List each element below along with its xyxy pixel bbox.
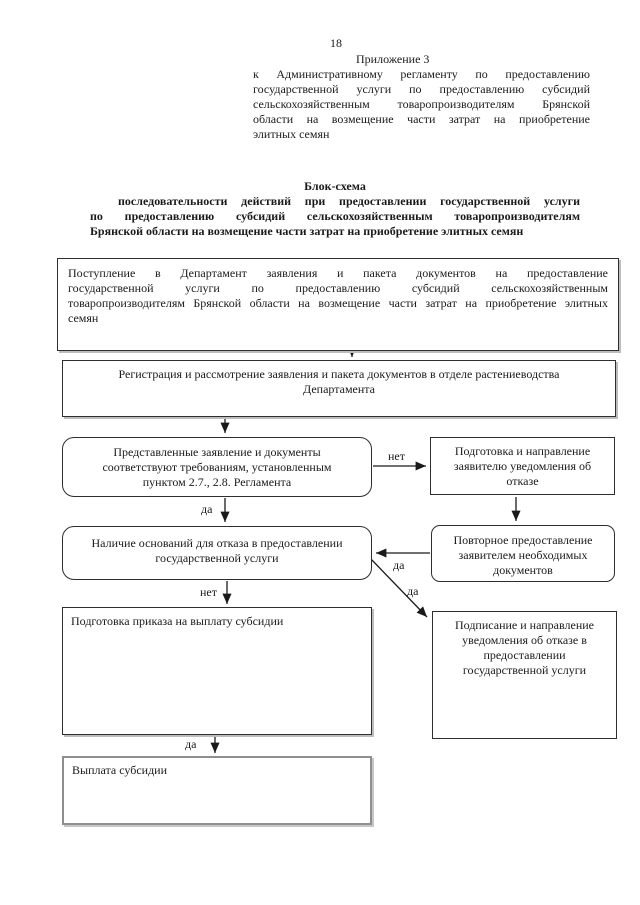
regulation-line: элитных семян — [253, 127, 330, 141]
box-text-line: Подписание и направление — [455, 618, 594, 632]
box-text-line: соответствуют требованиям, установленным — [102, 460, 332, 474]
flow-title: Блок-схема последовательности действий п… — [90, 179, 580, 239]
box-text-line: Департамента — [302, 382, 376, 396]
flow-title-line: по предоставлению субсидий сельскохозяйс… — [90, 209, 580, 223]
box-text-line: Подготовка приказа на выплату субсидии — [71, 614, 284, 628]
flow-title-line: Брянской области на возмещение части зат… — [90, 224, 524, 238]
sign-refusal-notice-box: Подписание и направление уведомления об … — [432, 611, 617, 739]
compliance-check-box: Представленные заявление и документы соо… — [62, 437, 372, 497]
box-text-line: Поступление в Департамент заявления и па… — [68, 266, 608, 280]
yes-label-compliance: да — [201, 502, 213, 516]
box-text-line: государственной услуги по предоставлению… — [68, 281, 608, 295]
box-text-line: Выплата субсидии — [72, 763, 168, 777]
subsidy-payment-box: Выплата субсидии — [62, 756, 372, 825]
refusal-grounds-box: Наличие оснований для отказа в предостав… — [62, 526, 372, 580]
resubmission-box: Повторное предоставление заявителем необ… — [431, 525, 615, 582]
box-text-line: Регистрация и рассмотрение заявления и п… — [118, 367, 560, 381]
appendix-label: Приложение 3 — [356, 52, 430, 66]
box-text-line: Повторное предоставление — [453, 533, 593, 547]
box-text-line: пунктом 2.7., 2.8. Регламента — [142, 475, 292, 489]
regulation-line: государственной услуги по предоставлению… — [253, 82, 590, 96]
refusal-notice-box: Подготовка и направление заявителю уведо… — [430, 437, 615, 495]
no-label-compliance: нет — [388, 449, 405, 463]
registration-box: Регистрация и рассмотрение заявления и п… — [62, 360, 616, 417]
box-text-line: Наличие оснований для отказа в предостав… — [91, 536, 343, 550]
regulation-paragraph: к Административному регламенту по предос… — [253, 67, 590, 142]
box-text-line: документов — [493, 563, 553, 577]
yes-label-resubmission: да — [393, 558, 405, 572]
box-text-line: семян — [68, 311, 99, 325]
regulation-line: области на возмещение части затрат на пр… — [253, 112, 590, 126]
payment-order-box: Подготовка приказа на выплату субсидии — [62, 607, 372, 735]
regulation-line: к Административному регламенту по предос… — [253, 67, 590, 81]
yes-label-grounds-diagonal: да — [407, 584, 419, 598]
application-receipt-box: Поступление в Департамент заявления и па… — [57, 258, 619, 351]
box-text-line: государственной услуги — [462, 663, 587, 677]
box-text-line: Представленные заявление и документы — [113, 445, 321, 459]
box-text-line: Подготовка и направление — [454, 444, 591, 458]
box-text-line: заявителю уведомления об — [453, 459, 592, 473]
box-text-line: товаропроизводителям Брянской области на… — [68, 296, 608, 310]
arrow-grounds-to-sign-notice — [369, 557, 428, 618]
flow-title-line: последовательности действий при предоста… — [118, 194, 580, 208]
yes-label-order: да — [185, 737, 197, 751]
box-text-line: государственной услуги — [155, 551, 279, 565]
box-text-line: отказе — [506, 474, 539, 488]
no-label-grounds: нет — [200, 585, 217, 599]
page-number: 18 — [330, 36, 342, 50]
box-text-line: уведомления об отказе в — [462, 633, 587, 647]
regulation-line: сельскохозяйственным товаропроизводителя… — [253, 97, 590, 111]
box-text-line: предоставлении — [483, 648, 566, 662]
box-text-line: заявителем необходимых — [458, 548, 588, 562]
flow-title-line: Блок-схема — [304, 179, 366, 193]
